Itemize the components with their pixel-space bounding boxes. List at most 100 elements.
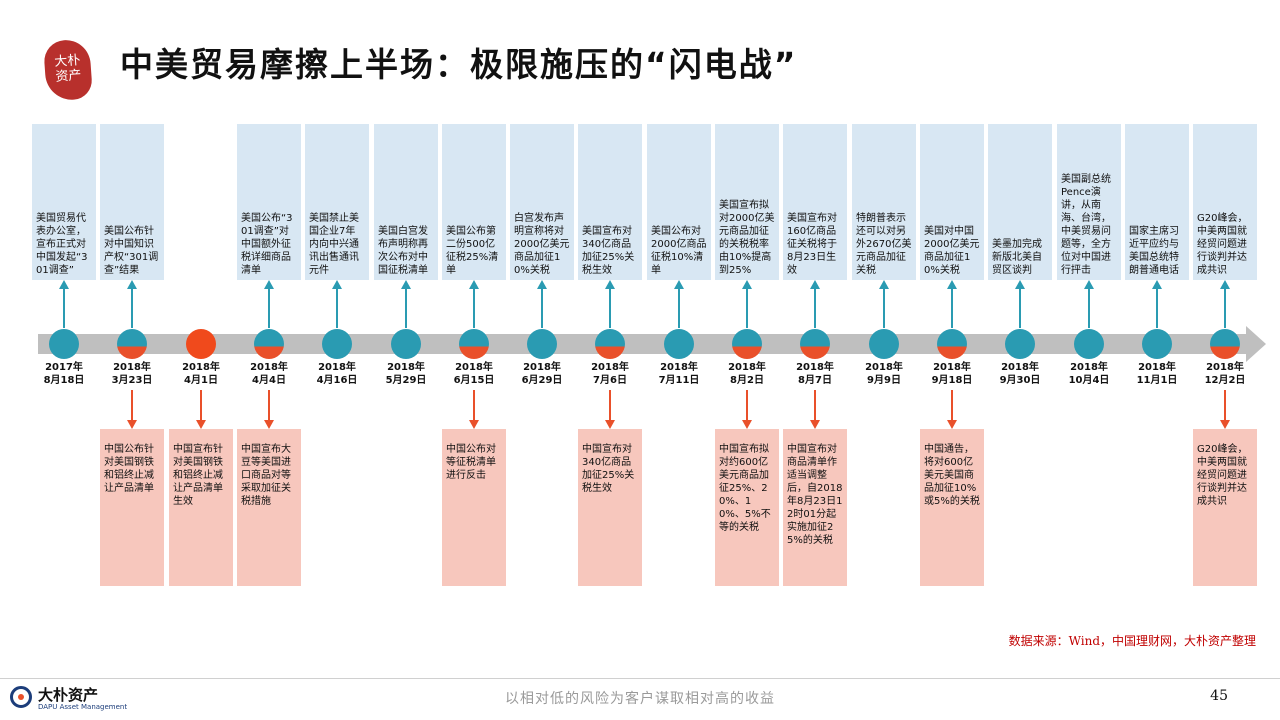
event-top-box: 美国公布“301调查”对中国额外征税详细商品清单 bbox=[237, 124, 301, 280]
connector-line-up bbox=[1088, 288, 1090, 328]
page-title: 中美贸易摩擦上半场：极限施压的“闪电战” bbox=[120, 45, 798, 84]
connector-line-up bbox=[405, 288, 407, 328]
connector-line-up bbox=[63, 288, 65, 328]
up-arrow-icon bbox=[469, 280, 479, 289]
up-arrow-icon bbox=[605, 280, 615, 289]
connector-line-up bbox=[883, 288, 885, 328]
company-seal-logo: 大朴 资产 bbox=[42, 38, 94, 102]
event-top-box: 美国公布第二份500亿征税25%清单 bbox=[442, 124, 506, 280]
timeline-node-red bbox=[186, 329, 216, 359]
connector-line-down bbox=[268, 390, 270, 422]
connector-line-down bbox=[814, 390, 816, 422]
timeline-axis bbox=[38, 334, 1248, 354]
connector-line-down bbox=[473, 390, 475, 422]
event-bottom-box: G20峰会，中美两国就经贸问题进行谈判并达成共识 bbox=[1193, 429, 1257, 586]
timeline-node-blue bbox=[49, 329, 79, 359]
connector-line-up bbox=[678, 288, 680, 328]
up-arrow-icon bbox=[810, 280, 820, 289]
connector-line-up bbox=[814, 288, 816, 328]
connector-line-up bbox=[746, 288, 748, 328]
event-bottom-box: 中国公布对等征税清单进行反击 bbox=[442, 429, 506, 586]
timeline-node-blue bbox=[322, 329, 352, 359]
timeline-node-half bbox=[459, 329, 489, 359]
up-arrow-icon bbox=[742, 280, 752, 289]
down-arrow-icon bbox=[1220, 420, 1230, 429]
up-arrow-icon bbox=[1015, 280, 1025, 289]
event-top-box: 特朗普表示还可以对另外2670亿美元商品加征关税 bbox=[852, 124, 916, 280]
timeline-node-half bbox=[732, 329, 762, 359]
event-top-box: 美国对中国2000亿美元商品加征10%关税 bbox=[920, 124, 984, 280]
event-top-box: G20峰会，中美两国就经贸问题进行谈判并达成共识 bbox=[1193, 124, 1257, 280]
event-top-box: 美国禁止美国企业7年内向中兴通讯出售通讯元件 bbox=[305, 124, 369, 280]
down-arrow-icon bbox=[810, 420, 820, 429]
up-arrow-icon bbox=[537, 280, 547, 289]
down-arrow-icon bbox=[742, 420, 752, 429]
event-top-box: 美国贸易代表办公室，宣布正式对中国发起“301调查” bbox=[32, 124, 96, 280]
up-arrow-icon bbox=[1220, 280, 1230, 289]
down-arrow-icon bbox=[469, 420, 479, 429]
page-number: 45 bbox=[1210, 688, 1228, 704]
brand-mark-icon bbox=[10, 686, 32, 708]
event-top-box: 美国宣布对160亿商品征关税将于8月23日生效 bbox=[783, 124, 847, 280]
seal-text-line-2: 资产 bbox=[54, 68, 82, 85]
connector-line-up bbox=[131, 288, 133, 328]
up-arrow-icon bbox=[127, 280, 137, 289]
event-bottom-box: 中国宣布针对美国钢铁和铝终止减让产品清单生效 bbox=[169, 429, 233, 586]
up-arrow-icon bbox=[401, 280, 411, 289]
connector-line-up bbox=[473, 288, 475, 328]
timeline-node-half bbox=[254, 329, 284, 359]
timeline-node-half bbox=[117, 329, 147, 359]
event-bottom-box: 中国宣布大豆等美国进口商品对等采取加征关税措施 bbox=[237, 429, 301, 586]
footer-brand-english: DAPU Asset Management bbox=[38, 703, 128, 711]
footer-logo: 大朴资产 DAPU Asset Management bbox=[8, 684, 148, 714]
data-source-note: 数据来源：Wind，中国理财网，大朴资产整理 bbox=[1008, 634, 1256, 648]
down-arrow-icon bbox=[605, 420, 615, 429]
timeline-node-blue bbox=[869, 329, 899, 359]
up-arrow-icon bbox=[332, 280, 342, 289]
timeline-node-half bbox=[595, 329, 625, 359]
up-arrow-icon bbox=[264, 280, 274, 289]
event-bottom-box: 中国公布针对美国钢铁和铝终止减让产品清单 bbox=[100, 429, 164, 586]
connector-line-up bbox=[609, 288, 611, 328]
down-arrow-icon bbox=[196, 420, 206, 429]
timeline-node-half bbox=[937, 329, 967, 359]
event-top-box: 国家主席习近平应约与美国总统特朗普通电话 bbox=[1125, 124, 1189, 280]
event-bottom-box: 中国宣布拟对约600亿美元商品加征25%、20%、10%、5%不等的关税 bbox=[715, 429, 779, 586]
up-arrow-icon bbox=[1084, 280, 1094, 289]
connector-line-down bbox=[1224, 390, 1226, 422]
timeline-node-blue bbox=[1142, 329, 1172, 359]
footer-brand-name: 大朴资产 bbox=[38, 686, 99, 704]
connector-line-down bbox=[200, 390, 202, 422]
connector-line-up bbox=[951, 288, 953, 328]
connector-line-down bbox=[746, 390, 748, 422]
up-arrow-icon bbox=[674, 280, 684, 289]
footer-slogan: 以相对低的风险为客户谋取相对高的收益 bbox=[505, 691, 775, 707]
timeline-node-blue bbox=[1074, 329, 1104, 359]
connector-line-up bbox=[336, 288, 338, 328]
event-top-box: 美国宣布对340亿商品加征25%关税生效 bbox=[578, 124, 642, 280]
event-bottom-box: 中国通告，将对600亿美元美国商品加征10%或5%的关税 bbox=[920, 429, 984, 586]
down-arrow-icon bbox=[947, 420, 957, 429]
event-top-box: 美国副总统Pence演讲，从南海、台湾，中美贸易问题等，全方位对中国进行抨击 bbox=[1057, 124, 1121, 280]
event-top-box: 美国公布针对中国知识产权“301调查”结果 bbox=[100, 124, 164, 280]
connector-line-down bbox=[951, 390, 953, 422]
event-top-box: 美国宣布拟对2000亿美元商品加征的关税税率由10%提高到25% bbox=[715, 124, 779, 280]
timeline-node-blue bbox=[664, 329, 694, 359]
footer-divider bbox=[0, 678, 1280, 679]
